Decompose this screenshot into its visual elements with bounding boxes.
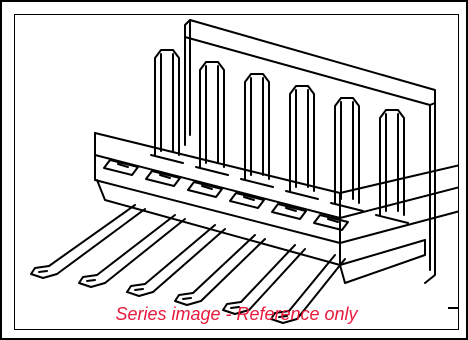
housing-slot [313,214,349,231]
connector-drawing-icon [30,19,458,324]
horizontal-leg [126,224,226,297]
vertical-pin [285,85,319,200]
edge-tick [448,307,458,309]
vertical-pin [375,109,409,224]
housing-slot [103,159,139,176]
housing-slot [145,170,181,187]
housing-slot [187,181,223,198]
housing-slot [229,192,265,209]
horizontal-legs [30,204,346,324]
horizontal-leg [174,234,266,306]
housing-slot [271,203,307,220]
vertical-pin [330,97,364,212]
horizontal-leg [270,254,346,324]
reference-caption: Series image - Reference only [115,304,358,324]
image-inner-border: Series image - Reference only [14,14,459,330]
vertical-pin [195,61,229,176]
housing-slots [103,159,349,231]
horizontal-leg [222,244,306,315]
vertical-pin [150,49,184,164]
vertical-pin [240,73,274,188]
back-wall [184,19,436,284]
vertical-pins [150,49,409,224]
horizontal-leg [78,214,186,288]
horizontal-leg [30,204,146,279]
